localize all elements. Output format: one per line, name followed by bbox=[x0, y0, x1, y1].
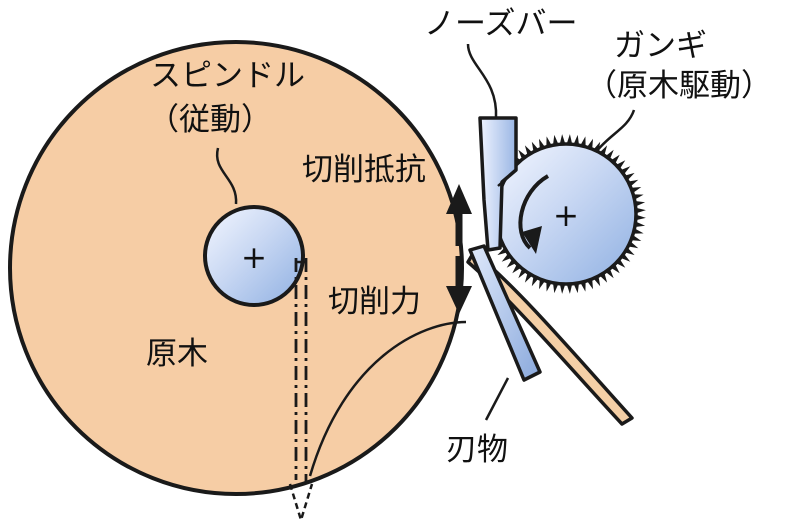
gangi-leader-line bbox=[595, 109, 636, 153]
nose-bar-label: ノーズバー bbox=[424, 6, 577, 42]
knife-leader-line bbox=[484, 377, 510, 421]
nose-bar-inner-line bbox=[497, 169, 517, 187]
log-label: 原木 bbox=[146, 336, 208, 372]
cutting-force-direction bbox=[288, 258, 314, 525]
spindle-sublabel: （従動） bbox=[148, 102, 272, 138]
cutting-force-curve bbox=[308, 320, 467, 477]
cutting-resistance-label: 切削抵抗 bbox=[302, 152, 426, 188]
cutting-force-label: 切削力 bbox=[328, 284, 421, 320]
spindle-leader-line bbox=[215, 147, 238, 205]
rotation-arrow-icon bbox=[518, 174, 550, 250]
nose-bar-leader-line bbox=[466, 43, 498, 119]
spindle-center-mark: + bbox=[241, 240, 267, 276]
gangi-center-mark: + bbox=[553, 198, 579, 234]
knife-blade bbox=[468, 244, 542, 382]
rotation-arrow-head bbox=[522, 226, 542, 254]
gangi-sublabel: （原木駆動） bbox=[586, 68, 772, 104]
nose-bar bbox=[478, 116, 518, 252]
knife-label: 刃物 bbox=[446, 432, 508, 468]
double-arrow-icon bbox=[446, 184, 472, 314]
gangi-roller bbox=[486, 134, 646, 294]
gangi-label: ガンギ bbox=[614, 28, 707, 64]
spindle-label: スピンドル bbox=[150, 58, 305, 94]
spindle-circle bbox=[203, 205, 305, 307]
